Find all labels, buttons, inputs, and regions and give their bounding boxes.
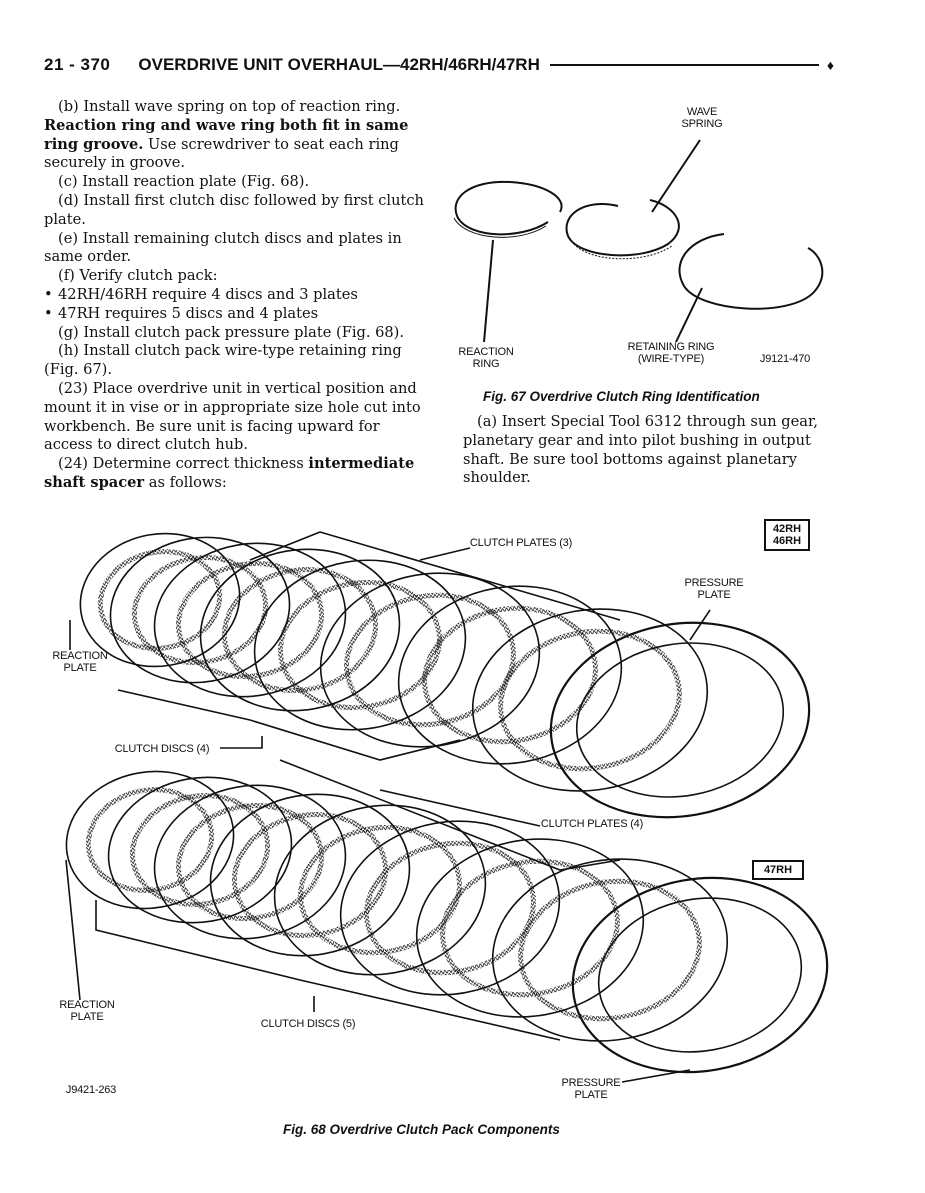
bullet-42rh: 42RH/46RH require 4 discs and 3 plates <box>44 286 424 305</box>
step-b-bold: Reaction ring and wave ring both fit in … <box>44 116 409 153</box>
top-clutch-plates-label: CLUTCH PLATES (3) <box>469 537 573 549</box>
left-text-column: (b) Install wave spring on top of reacti… <box>44 98 424 493</box>
step-23-paragraph: (23) Place overdrive unit in vertical po… <box>44 379 421 454</box>
bullet-47rh: 47RH requires 5 discs and 4 plates <box>44 305 424 324</box>
page-number: 21 - 370 <box>44 55 111 74</box>
step-e-paragraph: (e) Install remaining clutch discs and p… <box>44 229 402 266</box>
step-d-paragraph: (d) Install first clutch disc followed b… <box>44 191 424 228</box>
bottom-model-badge: 47RH <box>752 860 804 880</box>
figure-67-caption: Fig. 67 Overdrive Clutch Ring Identifica… <box>483 389 760 404</box>
reaction-ring-label: REACTION RING <box>458 346 514 370</box>
step-b-text: (b) Install wave spring on top of reacti… <box>58 98 401 115</box>
bottom-clutch-plates-label: CLUTCH PLATES (4) <box>540 818 644 830</box>
step-24-rest: as follows: <box>144 473 227 491</box>
retaining-ring-shape <box>678 233 824 310</box>
step-24-bold: intermediate shaft spacer <box>44 455 415 491</box>
bottom-pressure-plate-label: PRESSURE PLATE <box>561 1077 621 1101</box>
step-c-paragraph: (c) Install reaction plate (Fig. 68). <box>58 173 310 191</box>
wave-spring-shape <box>565 199 680 257</box>
page-header: 21 - 370 OVERDRIVE UNIT OVERHAUL—42RH/46… <box>44 52 834 78</box>
step-f-paragraph: (f) Verify clutch pack: <box>58 267 218 285</box>
bottom-clutch-discs-label: CLUTCH DISCS (5) <box>260 1018 356 1030</box>
top-model-badge: 42RH 46RH <box>764 519 810 551</box>
top-reaction-plate-label: REACTION PLATE <box>52 650 108 674</box>
step-g-paragraph: (g) Install clutch pack pressure plate (… <box>58 323 405 341</box>
bottom-reaction-plate-label: REACTION PLATE <box>59 999 115 1023</box>
step-24-text: (24) Determine correct thickness <box>58 455 309 473</box>
step-b-paragraph: (b) Install wave spring on top of reacti… <box>44 98 424 173</box>
step-24-paragraph: (24) Determine correct thickness interme… <box>44 455 424 493</box>
top-pressure-plate-label: PRESSURE PLATE <box>684 577 744 601</box>
figure-68-code: J9421-263 <box>65 1084 117 1096</box>
top-clutch-stack <box>69 531 811 819</box>
retaining-ring-label: RETAINING RING (WIRE-TYPE) <box>627 341 715 365</box>
right-text-column: (a) Insert Special Tool 6312 through sun… <box>463 413 828 488</box>
bottom-clutch-stack <box>65 759 829 1083</box>
diamond-marker: ♦ <box>826 57 834 73</box>
page-title: OVERDRIVE UNIT OVERHAUL—42RH/46RH/47RH <box>138 55 540 74</box>
step-a-paragraph: (a) Insert Special Tool 6312 through sun… <box>463 413 818 487</box>
header-rule <box>549 64 819 66</box>
figure-68-caption: Fig. 68 Overdrive Clutch Pack Components <box>283 1122 560 1137</box>
wave-spring-label: WAVE SPRING <box>681 106 723 130</box>
figure-67-code: J9121-470 <box>759 353 811 365</box>
step-h-paragraph: (h) Install clutch pack wire-type retain… <box>44 342 402 379</box>
step-b-rest: Use screwdriver to seat each ring secure… <box>44 135 399 172</box>
reaction-ring-shape <box>454 180 563 236</box>
top-clutch-discs-label: CLUTCH DISCS (4) <box>114 743 210 755</box>
